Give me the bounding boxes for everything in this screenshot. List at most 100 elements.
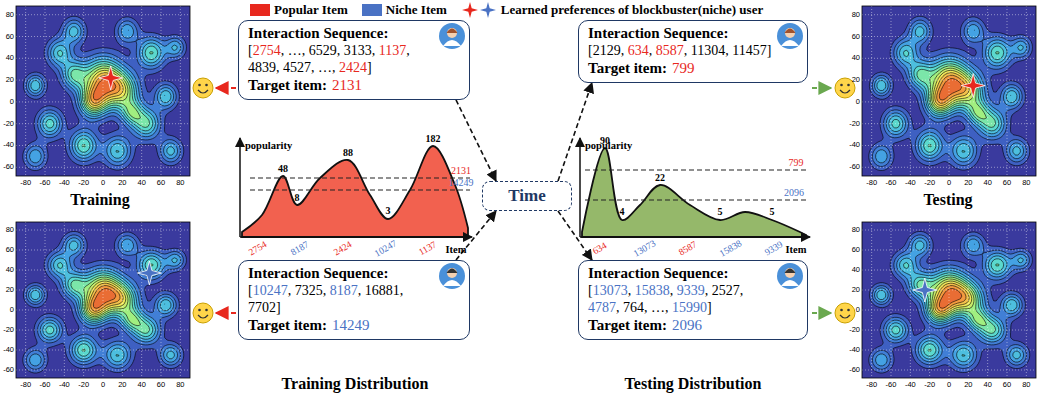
chart-label: 2131 — [451, 166, 471, 176]
grid-line — [862, 350, 1036, 351]
panel-title: Training — [70, 192, 129, 208]
axis-tick: 0 — [101, 381, 105, 389]
illustration-part — [198, 309, 201, 312]
axis-tick: -60 — [40, 381, 51, 389]
contour-line — [26, 235, 183, 369]
illustration-part — [447, 29, 458, 34]
grid-line — [949, 222, 950, 378]
grid-line — [16, 36, 190, 37]
grid-line — [16, 101, 190, 102]
contour-line — [935, 73, 969, 106]
sequence-box: Interaction Sequence:[2129, 634, 8587, 1… — [578, 20, 808, 83]
legend-swatch — [250, 4, 270, 16]
chart-label: 9339 — [763, 240, 784, 258]
map-frame — [16, 6, 190, 176]
illustration-part — [781, 40, 799, 46]
illustration-part — [785, 28, 795, 38]
illustration-part — [862, 222, 1036, 378]
axis-tick: -60 — [886, 381, 897, 389]
grid-line — [968, 222, 969, 378]
grid-line — [910, 6, 911, 176]
panel-title: Testing — [923, 192, 972, 208]
axis-tick: 0 — [856, 98, 860, 106]
contour-line — [935, 283, 969, 313]
feedback-arrow — [216, 312, 236, 314]
grid-line — [64, 222, 65, 378]
grid-line — [968, 6, 969, 176]
illustration-part — [439, 263, 465, 289]
item-sequence: [10247, 7325, 8187, 16881, 7702] — [248, 282, 437, 316]
illustration-part — [205, 84, 208, 87]
target-item: 14249 — [332, 317, 370, 333]
chart-label: 2096 — [784, 188, 804, 198]
axis-tick: 0 — [10, 306, 14, 314]
preference-star — [99, 66, 123, 90]
axis-tick: -20 — [924, 381, 935, 389]
grid-line — [1026, 6, 1027, 176]
contour-line — [930, 66, 987, 119]
contour-map — [862, 222, 1036, 378]
map-frame — [862, 222, 1036, 378]
axis-tick: 80 — [6, 226, 14, 234]
contour-line — [930, 277, 987, 326]
illustration-part — [777, 23, 803, 49]
grid-line — [16, 350, 190, 351]
axis-tick: 60 — [6, 246, 14, 254]
contour-line — [939, 79, 961, 100]
axis-tick: 80 — [6, 11, 14, 19]
illustration-part — [447, 28, 457, 38]
grid-line — [929, 6, 930, 176]
box-heading: Interaction Sequence: — [588, 264, 775, 282]
illustration-part — [785, 29, 796, 34]
threshold-line — [585, 169, 808, 170]
preference-star — [913, 278, 937, 302]
axis-tick: 60 — [1003, 381, 1011, 389]
contour-line — [939, 289, 961, 309]
contour-line — [86, 279, 128, 317]
axis-tick: 60 — [157, 179, 165, 187]
x-axis — [240, 236, 472, 238]
target-heading: Target item: — [248, 317, 327, 333]
illustration-part — [443, 280, 461, 286]
axis-tick: -20 — [3, 326, 14, 334]
illustration-part — [198, 90, 208, 93]
axis-tick: 80 — [1022, 381, 1030, 389]
axis-tick: -40 — [905, 381, 916, 389]
axis-tick: -80 — [866, 381, 877, 389]
grid-line — [25, 6, 26, 176]
axis-tick: 20 — [852, 286, 860, 294]
illustration-part — [16, 6, 190, 176]
axis-tick: 20 — [6, 76, 14, 84]
time-box: Time — [482, 181, 572, 211]
legend-stars — [461, 2, 497, 18]
contour-line — [26, 20, 183, 166]
item-sequence: [2129, 634, 8587, 11304, 11457] — [588, 42, 775, 59]
contour-line — [937, 75, 966, 103]
grid-line — [987, 222, 988, 378]
axis-tick: 20 — [964, 381, 972, 389]
legend-text: Popular Item — [274, 2, 348, 18]
contour-line — [46, 46, 165, 152]
grid-line — [862, 58, 1036, 59]
chart-label: 2424 — [332, 240, 353, 258]
axis-tick: 40 — [137, 381, 145, 389]
chart-label: 15838 — [718, 239, 743, 259]
contour-line — [84, 277, 141, 326]
grid-line — [16, 123, 190, 124]
chart-label: 13073 — [632, 239, 657, 259]
illustration-part — [835, 303, 855, 323]
popularity-area — [242, 146, 468, 237]
axis-tick: -60 — [3, 164, 14, 172]
contour-line — [869, 231, 1033, 372]
chart-label: 1137 — [418, 240, 439, 258]
grid-line — [16, 290, 190, 291]
box-heading: Interaction Sequence: — [248, 24, 437, 42]
illustration-part — [16, 222, 190, 378]
axis-tick: 80 — [176, 179, 184, 187]
y-axis — [239, 138, 241, 237]
feedback-arrow — [216, 87, 236, 89]
illustration-part — [439, 23, 465, 49]
contour-line — [89, 283, 123, 313]
time-arrow — [558, 83, 592, 181]
time-arrow — [558, 211, 592, 260]
